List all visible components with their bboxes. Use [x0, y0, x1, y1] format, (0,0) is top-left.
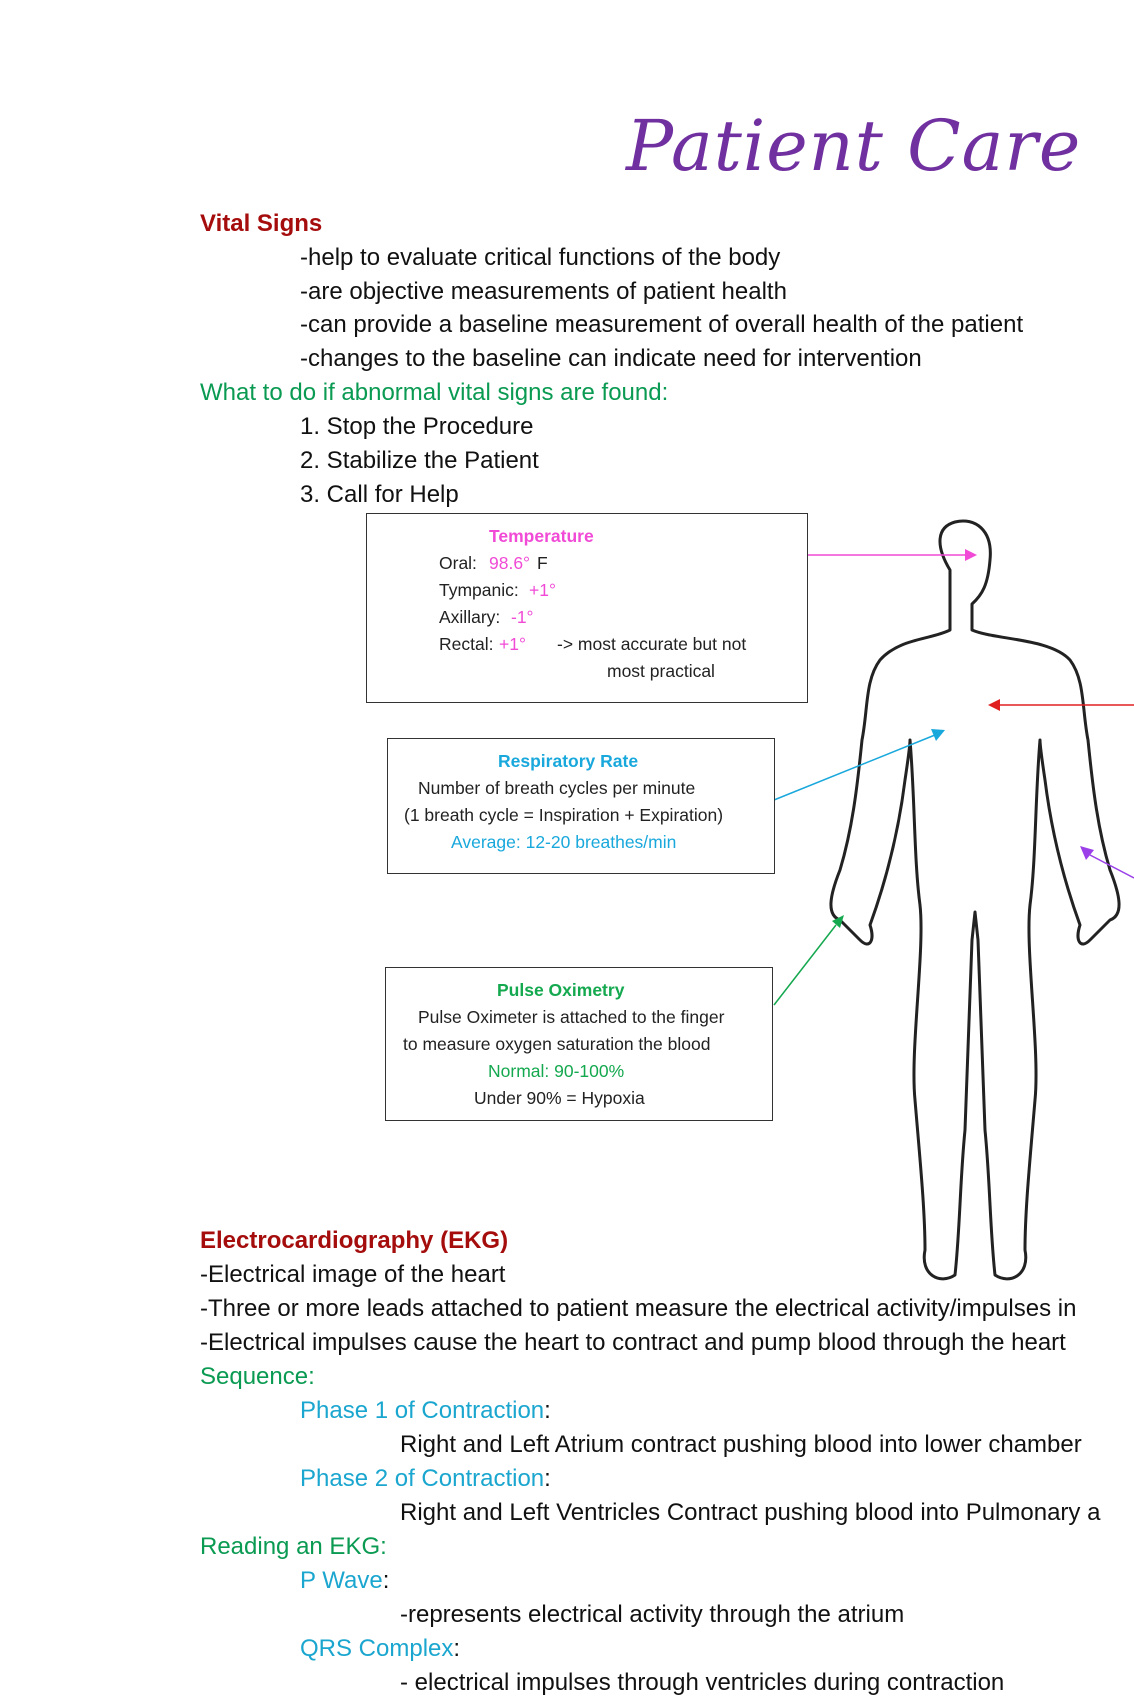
oximetry-arrow	[773, 924, 837, 1006]
sequence-heading: Sequence:	[200, 1363, 315, 1390]
vital-sign-bullet: -are objective measurements of patient h…	[300, 278, 787, 305]
pwave-row: P Wave:	[300, 1567, 390, 1594]
tympanic-label: Tympanic:	[439, 580, 519, 600]
axillary-label: Axillary:	[439, 607, 501, 627]
rectal-note: most practical	[607, 661, 715, 681]
body-outline	[829, 519, 1121, 1281]
vital-sign-bullet: -can provide a baseline measurement of o…	[300, 311, 1024, 338]
bp-arrow	[1089, 854, 1134, 879]
tympanic-value: +1°	[529, 580, 556, 600]
ekg-bullet: -Three or more leads attached to patient…	[200, 1295, 1077, 1322]
respiratory-line: (1 breath cycle = Inspiration + Expirati…	[404, 805, 724, 825]
phase2-label: Phase 2 of Contraction	[300, 1465, 545, 1492]
axillary-value: -1°	[511, 607, 534, 627]
temperature-box: Temperature Oral: 98.6° F Tympanic: +1° …	[366, 513, 808, 703]
phase2-text: Right and Left Ventricles Contract pushi…	[400, 1499, 1101, 1526]
page-title: Patient Care	[626, 105, 1082, 187]
oral-value: 98.6°	[489, 553, 531, 573]
respiratory-arrow	[773, 734, 936, 801]
ekg-bullet: -Electrical image of the heart	[200, 1261, 506, 1288]
vital-signs-heading: Vital Signs	[200, 210, 323, 237]
rectal-label: Rectal:	[439, 634, 494, 654]
vital-sign-bullet: -changes to the baseline can indicate ne…	[300, 345, 922, 372]
reading-heading: Reading an EKG:	[200, 1533, 387, 1560]
qrs-text: - electrical impulses through ventricles…	[400, 1669, 1005, 1696]
qrs-row: QRS Complex:	[300, 1635, 461, 1662]
respiratory-line: Number of breath cycles per minute	[418, 778, 696, 798]
respiratory-average: Average: 12-20 breathes/min	[451, 832, 677, 852]
vital-sign-bullet: -help to evaluate critical functions of …	[300, 244, 781, 271]
phase1-label: Phase 1 of Contraction	[300, 1397, 545, 1424]
phase1-text: Right and Left Atrium contract pushing b…	[400, 1431, 1082, 1458]
phase2-row: Phase 2 of Contraction:	[300, 1465, 551, 1492]
oral-unit: F	[537, 553, 548, 573]
phase1-row: Phase 1 of Contraction:	[300, 1397, 551, 1424]
abnormal-heading: What to do if abnormal vital signs are f…	[200, 379, 669, 406]
pwave-text: -represents electrical activity through …	[400, 1601, 905, 1628]
step-item: 2. Stabilize the Patient	[300, 447, 539, 474]
rectal-note: -> most accurate but not	[557, 634, 747, 654]
step-item: 1. Stop the Procedure	[300, 413, 534, 440]
pulse-oximetry-hypoxia: Under 90% = Hypoxia	[474, 1088, 645, 1108]
oral-label: Oral:	[439, 553, 477, 573]
pulse-oximetry-line: Pulse Oximeter is attached to the finger	[418, 1007, 725, 1027]
respiratory-box: Respiratory Rate Number of breath cycles…	[387, 738, 775, 874]
pulse-oximetry-title: Pulse Oximetry	[497, 980, 625, 1000]
pwave-label: P Wave	[300, 1567, 383, 1594]
step-item: 3. Call for Help	[300, 481, 459, 508]
pulse-oximetry-box: Pulse Oximetry Pulse Oximeter is attache…	[385, 967, 773, 1121]
ekg-heading: Electrocardiography (EKG)	[200, 1227, 509, 1254]
rectal-value: +1°	[499, 634, 526, 654]
respiratory-title: Respiratory Rate	[498, 751, 639, 771]
temperature-title: Temperature	[489, 526, 594, 546]
qrs-label: QRS Complex	[300, 1635, 454, 1662]
pulse-oximetry-normal: Normal: 90-100%	[488, 1061, 625, 1081]
ekg-bullet: -Electrical impulses cause the heart to …	[200, 1329, 1066, 1356]
pulse-oximetry-line: to measure oxygen saturation the blood	[403, 1034, 711, 1054]
